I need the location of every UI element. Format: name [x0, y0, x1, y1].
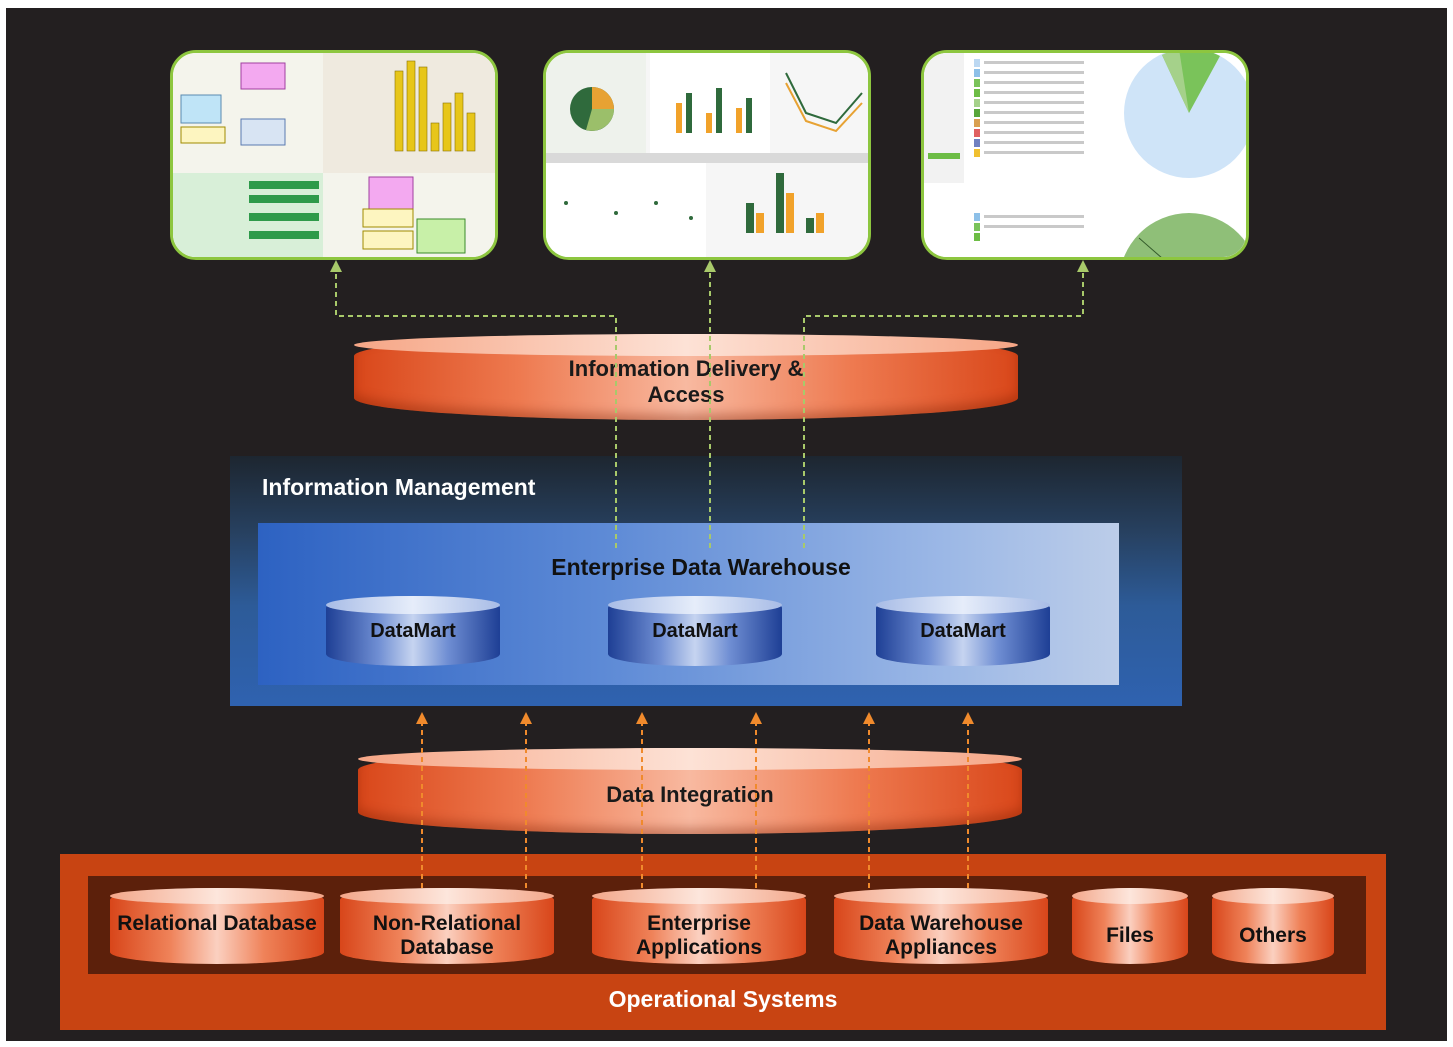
source-others: Others	[1212, 888, 1334, 964]
source-label-dw-appliances: Data Warehouse Appliances	[859, 912, 1023, 959]
datamart-label-3: DataMart	[920, 620, 1006, 642]
source-relational-database: Relational Database	[110, 888, 324, 964]
source-label-relational: Relational Database	[117, 912, 317, 935]
orange-arrowhead-3	[636, 712, 648, 724]
source-enterprise-applications: Enterprise Applications	[592, 888, 806, 964]
dashboard-thumbnail-bi	[543, 50, 871, 260]
datamart-label-2: DataMart	[652, 620, 738, 642]
enterprise-data-warehouse-title: Enterprise Data Warehouse	[551, 554, 851, 580]
bi-dashboard-screenshot-icon	[546, 53, 868, 257]
process-flow-screenshot-icon	[173, 53, 495, 257]
datamart-cylinder-3: DataMart	[876, 596, 1050, 666]
datamart-label-1: DataMart	[370, 620, 456, 642]
source-label-enterprise-apps: Enterprise Applications	[635, 912, 762, 959]
orange-arrowhead-5	[863, 712, 875, 724]
source-data-warehouse-appliances: Data Warehouse Appliances	[834, 888, 1048, 964]
green-arrowhead-right	[1077, 260, 1089, 272]
report-pie-screenshot-icon	[924, 53, 1246, 257]
source-label-non-relational: Non-Relational Database	[372, 912, 522, 959]
operational-systems-title: Operational Systems	[608, 986, 838, 1012]
source-label-files: Files	[1106, 924, 1154, 947]
diagram-canvas: Information Management Enterprise Data W…	[6, 8, 1447, 1041]
source-non-relational-database: Non-Relational Database	[340, 888, 554, 964]
data-integration-cylinder: Data Integration	[358, 748, 1022, 834]
orange-arrowhead-6	[962, 712, 974, 724]
information-delivery-cylinder: Information Delivery & Access	[354, 334, 1018, 420]
green-arrowhead-left	[330, 260, 342, 272]
source-label-others: Others	[1239, 924, 1307, 947]
data-integration-label: Data Integration	[606, 782, 774, 807]
information-management-title: Information Management	[262, 474, 536, 500]
orange-arrowhead-4	[750, 712, 762, 724]
source-files: Files	[1072, 888, 1188, 964]
orange-arrowhead-2	[520, 712, 532, 724]
information-delivery-label: Information Delivery & Access	[568, 356, 804, 407]
green-arrowhead-center	[704, 260, 716, 272]
orange-arrowheads	[416, 712, 974, 724]
dashboard-thumbnail-process	[170, 50, 498, 260]
dashboard-thumbnail-report	[921, 50, 1249, 260]
datamart-cylinder-2: DataMart	[608, 596, 782, 666]
datamart-cylinder-1: DataMart	[326, 596, 500, 666]
green-arrowheads	[330, 260, 1089, 272]
orange-arrowhead-1	[416, 712, 428, 724]
